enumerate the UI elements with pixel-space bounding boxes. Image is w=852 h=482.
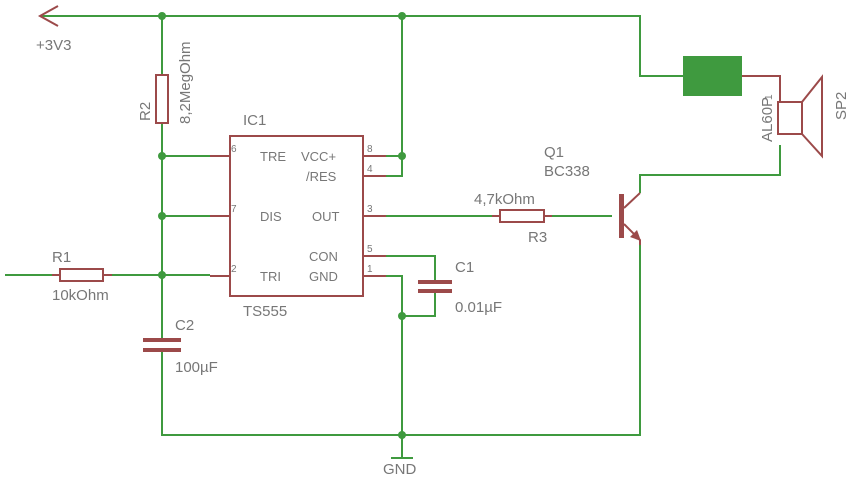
junction-dot: [158, 12, 166, 20]
junction-dot: [398, 431, 406, 439]
junction-dot: [158, 212, 166, 220]
supply-arrow-icon: [37, 5, 59, 27]
ic1-pin-label: CON: [309, 249, 338, 264]
ic1-name: IC1: [243, 112, 266, 129]
resistor-r2-body: [155, 74, 169, 124]
junctions: [158, 12, 406, 439]
junction-dot: [398, 12, 406, 20]
resistor-r3-body: [499, 209, 545, 223]
c1-name: C1: [455, 259, 474, 276]
wire-vcc: [386, 16, 403, 177]
ic1-pin-number: 4: [367, 164, 373, 175]
sp2-value: AL60P: [759, 97, 776, 142]
resistor-r1[interactable]: R1 10kOhm: [52, 249, 112, 304]
resistor-r3[interactable]: 4,7kOhm R3: [474, 191, 552, 246]
sp2-name: SP2: [833, 92, 850, 120]
supply-symbol: +3V3: [36, 5, 71, 54]
resistor-r1-body: [59, 268, 104, 282]
ic1-value: TS555: [243, 303, 287, 320]
ic1-pin-number: 3: [367, 204, 373, 215]
speaker-cone-icon: [801, 74, 823, 159]
c1-plate-top: [418, 280, 452, 284]
c1-value: 0.01µF: [455, 299, 502, 316]
c2-name: C2: [175, 317, 194, 334]
junction-dot: [158, 271, 166, 279]
r1-name: R1: [52, 249, 71, 266]
ic1-pin-label: GND: [309, 269, 338, 284]
ic1-body: [229, 135, 364, 297]
ground-label: GND: [383, 461, 417, 478]
q1-base-bar: [619, 194, 624, 238]
ic1-pin-number: 1: [367, 264, 373, 275]
ic1-pin-number: 8: [367, 144, 373, 155]
r1-value: 10kOhm: [52, 287, 109, 304]
speaker-magnet: [777, 101, 803, 135]
junction-dot: [158, 152, 166, 160]
r2-name: R2: [137, 102, 154, 121]
ic1-pin-label: OUT: [312, 209, 340, 224]
c2-plate-top: [143, 338, 181, 342]
ic1-pin-label: TRI: [260, 269, 281, 284]
supply-label: +3V3: [36, 37, 71, 54]
resistor-r2[interactable]: R2 8,2MegOhm: [137, 41, 194, 124]
ic1-left-pin-stubs: [210, 155, 230, 277]
ic1-timer[interactable]: IC1 TS555 6 TRE 7 DIS 2 TRI 8 VCC+ 4 /RE…: [210, 112, 386, 320]
ic1-pin-number: 7: [231, 204, 237, 215]
ic1-right-pin-stubs: [363, 155, 386, 277]
r2-value: 8,2MegOhm: [177, 41, 194, 124]
capacitor-c2[interactable]: C2 100µF: [143, 317, 218, 376]
wire-supply-rail: [40, 15, 683, 77]
module-block: [683, 56, 742, 96]
wire-c1-bottom: [402, 292, 436, 317]
ic1-pin-number: 2: [231, 264, 237, 275]
speaker-sp2[interactable]: AL60P 1 SP2: [742, 74, 850, 159]
q1-emitter-arrow-icon: [630, 230, 641, 241]
transistor-q1[interactable]: Q1 BC338: [544, 144, 641, 245]
c2-plate-bottom: [143, 348, 181, 352]
capacitor-c1[interactable]: C1 0.01µF: [418, 259, 502, 316]
q1-collector-lead: [623, 192, 641, 209]
wire-con: [386, 255, 436, 280]
wire-collector: [639, 145, 781, 193]
wire-gnd-pin: [386, 275, 403, 458]
q1-name: Q1: [544, 144, 564, 161]
sp2-pin-number: 1: [764, 94, 775, 100]
ic1-pin-number: 5: [367, 244, 373, 255]
ic1-pin-label: DIS: [260, 209, 282, 224]
junction-dot: [398, 312, 406, 320]
ic1-pin-label: VCC+: [301, 149, 336, 164]
c2-value: 100µF: [175, 359, 218, 376]
ic1-pin-label: /RES: [306, 169, 337, 184]
ic1-pin-label: TRE: [260, 149, 286, 164]
wires: [5, 15, 781, 459]
ic1-pin-number: 6: [231, 144, 237, 155]
r3-value: 4,7kOhm: [474, 191, 535, 208]
r3-name: R3: [528, 229, 547, 246]
q1-value: BC338: [544, 163, 590, 180]
speaker-lead-top: [742, 75, 781, 102]
c1-plate-bottom: [418, 289, 452, 293]
junction-dot: [398, 152, 406, 160]
